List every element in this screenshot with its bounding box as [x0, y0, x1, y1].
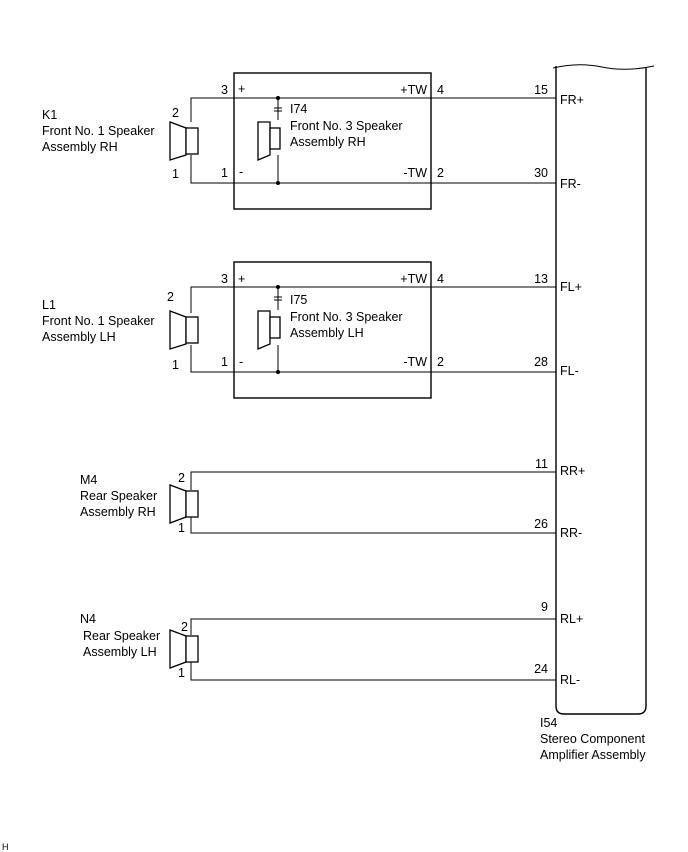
footer-mark: H [2, 842, 9, 852]
amp-pin-label: FL+ [560, 280, 582, 294]
box-pin: 4 [437, 83, 444, 97]
speaker-pin: 1 [172, 358, 179, 372]
amplifier-name-line1: Stereo Component [540, 732, 645, 746]
amplifier-code: I54 [540, 716, 557, 730]
tweeter-name-line1: Front No. 3 Speaker [290, 119, 403, 133]
tw-pos-label: +TW [400, 272, 427, 286]
tweeter-name-line1: Front No. 3 Speaker [290, 310, 403, 324]
wire [190, 471, 556, 490]
tweeter-name-line2: Assembly RH [290, 135, 366, 149]
speaker-icon [169, 629, 199, 669]
speaker-pin: 1 [178, 521, 185, 535]
tweeter-box-i74 [233, 72, 432, 210]
speaker-name-line1: Rear Speaker [83, 629, 160, 643]
speaker-name-line2: Assembly LH [83, 645, 157, 659]
tweeter-code: I75 [290, 293, 307, 307]
speaker-pin: 1 [172, 167, 179, 181]
speaker-icon [169, 484, 199, 524]
speaker-code: M4 [80, 473, 97, 487]
wire [190, 286, 556, 313]
box-pin: 3 [221, 272, 228, 286]
wire [190, 618, 556, 635]
junction-dot [276, 181, 280, 185]
polarity-minus: - [239, 355, 243, 369]
amp-pin-label: FR+ [560, 93, 584, 107]
polarity-minus: - [239, 165, 243, 179]
amp-pin-label: FL- [560, 364, 579, 378]
speaker-name-line2: Assembly LH [42, 330, 116, 344]
speaker-name-line1: Rear Speaker [80, 489, 157, 503]
amp-pin-number: 26 [534, 517, 548, 531]
amp-pin-number: 24 [534, 662, 548, 676]
amp-pin-number: 9 [541, 600, 548, 614]
box-pin: 1 [221, 355, 228, 369]
tweeter-code: I74 [290, 102, 307, 116]
speaker-code: N4 [80, 612, 96, 626]
speaker-code: K1 [42, 108, 57, 122]
junction-dot [276, 285, 280, 289]
amplifier-outline [555, 66, 647, 715]
box-pin: 2 [437, 166, 444, 180]
tw-neg-label: -TW [403, 166, 427, 180]
box-pin: 1 [221, 166, 228, 180]
speaker-pin: 2 [172, 106, 179, 120]
polarity-plus: + [238, 82, 245, 96]
speaker-pin: 2 [178, 471, 185, 485]
speaker-name-line2: Assembly RH [42, 140, 118, 154]
wire [190, 345, 556, 373]
rear-rh-circuit: M4 Rear Speaker Assembly RH 2 1 [80, 471, 556, 535]
box-pin: 2 [437, 355, 444, 369]
rear-lh-circuit: N4 Rear Speaker Assembly LH 2 1 [80, 612, 556, 681]
tw-pos-label: +TW [400, 83, 427, 97]
amp-pin-label: RL+ [560, 612, 583, 626]
speaker-name-line2: Assembly RH [80, 505, 156, 519]
box-pin: 4 [437, 272, 444, 286]
tweeter-name-line2: Assembly LH [290, 326, 364, 340]
speaker-pin: 2 [167, 290, 174, 304]
speaker-name-line1: Front No. 1 Speaker [42, 314, 155, 328]
amp-pin-label: FR- [560, 177, 581, 191]
amp-pin-number: 11 [535, 457, 548, 471]
amp-pin-number: 30 [534, 166, 548, 180]
speaker-pin: 2 [181, 620, 188, 634]
front-rh-circuit: K1 Front No. 1 Speaker Assembly RH 2 1 3… [42, 72, 556, 210]
amp-pin-number: 13 [534, 272, 548, 286]
amp-pin-number: 28 [534, 355, 548, 369]
speaker-pin: 1 [178, 666, 185, 680]
box-pin: 3 [221, 83, 228, 97]
speaker-icon [169, 310, 199, 350]
speaker-name-line1: Front No. 1 Speaker [42, 124, 155, 138]
junction-dot [276, 370, 280, 374]
amp-pin-label: RL- [560, 673, 580, 687]
wire [190, 97, 556, 122]
amplifier-name-line2: Amplifier Assembly [540, 748, 646, 762]
speaker-icon [257, 310, 281, 350]
wire [190, 517, 556, 534]
speaker-code: L1 [42, 298, 56, 312]
amplifier-block: I54 Stereo Component Amplifier Assembly … [534, 64, 655, 762]
tweeter-box-i75 [233, 261, 432, 399]
speaker-icon [257, 121, 281, 161]
front-lh-circuit: L1 Front No. 1 Speaker Assembly LH 2 1 3… [42, 261, 556, 399]
amp-pin-label: RR- [560, 526, 582, 540]
amp-pin-number: 15 [534, 83, 548, 97]
wire [190, 662, 556, 681]
amp-pin-label: RR+ [560, 464, 585, 478]
speaker-icon [169, 121, 199, 161]
junction-dot [276, 96, 280, 100]
wire [190, 155, 556, 184]
tw-neg-label: -TW [403, 355, 427, 369]
amplifier-break-line [552, 64, 655, 70]
polarity-plus: + [238, 272, 245, 286]
